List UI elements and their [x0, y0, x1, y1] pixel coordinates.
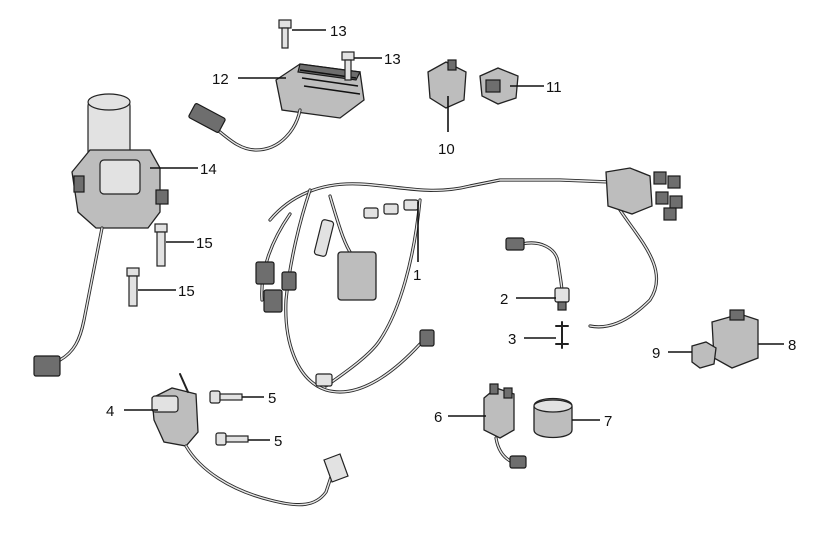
- callout-2: 2: [500, 291, 508, 308]
- callout-6: 6: [434, 409, 442, 426]
- callout-7: 7: [604, 413, 612, 430]
- callout-4: 4: [106, 403, 114, 420]
- clip-3: [555, 321, 569, 349]
- ignition-switch: [33, 93, 169, 377]
- bolt-15-upper: [154, 223, 168, 267]
- main-wiring-harness: [255, 167, 683, 394]
- relay-11: [479, 67, 519, 105]
- callout-8: 8: [788, 337, 796, 354]
- sensor-2: [505, 237, 570, 311]
- bolt-15-lower: [126, 267, 140, 307]
- relay-10: [427, 59, 467, 109]
- flasher-8: [711, 309, 759, 369]
- rubber-mount-7: [533, 397, 573, 439]
- callout-5-lower: 5: [274, 433, 282, 450]
- callout-11: 11: [546, 79, 562, 96]
- callout-13-right: 13: [384, 51, 401, 68]
- starter-relay-6: [483, 383, 527, 469]
- bolt-13-right: [341, 51, 355, 81]
- leader-lines: [124, 29, 784, 441]
- callout-9: 9: [652, 345, 660, 362]
- callout-10: 10: [438, 141, 455, 158]
- callout-1: 1: [413, 267, 421, 284]
- bolt-13-left: [278, 19, 292, 49]
- ignition-coil: [151, 373, 349, 507]
- callout-15-upper: 15: [196, 235, 213, 252]
- callout-numbers: 13 13 12 10 11 14 15 15 1 2 3 8 9 4 5 5 …: [106, 23, 796, 450]
- relay-9: [691, 341, 717, 369]
- screw-5-upper: [209, 390, 243, 404]
- regulator-rectifier: [188, 63, 365, 152]
- callout-13-top: 13: [330, 23, 347, 40]
- callout-5-upper: 5: [268, 390, 276, 407]
- callout-3: 3: [508, 331, 516, 348]
- callout-12: 12: [212, 71, 229, 88]
- callout-15-lower: 15: [178, 283, 195, 300]
- callout-14: 14: [200, 161, 217, 178]
- screw-5-lower: [215, 432, 249, 446]
